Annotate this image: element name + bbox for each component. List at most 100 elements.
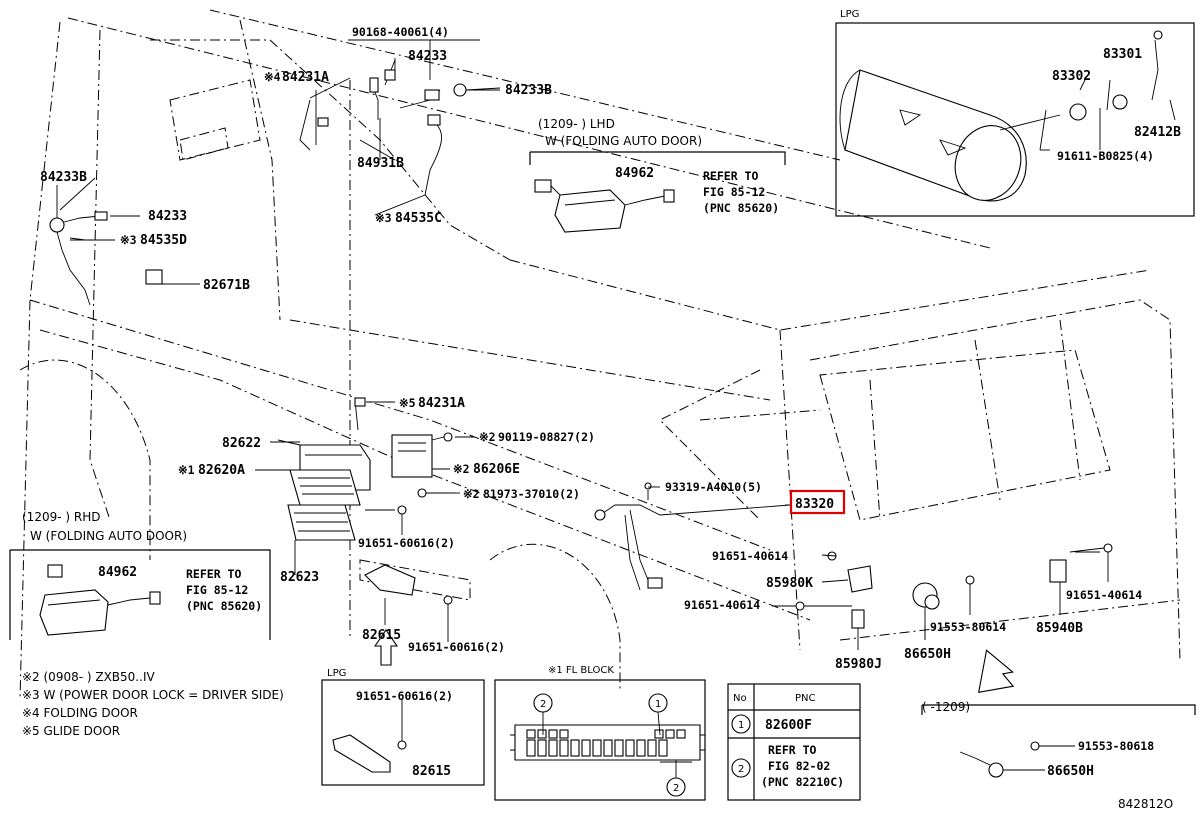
callout-93319-a4010: 93319-A4010(5) bbox=[665, 480, 762, 494]
callout-91553-80614: 91553-80614 bbox=[930, 620, 1006, 634]
callout-84931b: 84931B bbox=[357, 156, 404, 171]
lhd-labels: (1209- ) LHD W (FOLDING AUTO DOOR) 84962… bbox=[538, 117, 779, 215]
lpg-top-labels: LPG 83301 83302 82412B 91611-B0825(4) bbox=[840, 9, 1181, 163]
fl-block-title: ※1 FL BLOCK bbox=[548, 665, 614, 676]
callout-84233-left: 84233 bbox=[148, 209, 187, 224]
callout-81973-37010: 81973-37010(2) bbox=[483, 487, 580, 501]
callout-83320[interactable]: 83320 bbox=[795, 497, 834, 512]
callout-91651-40614-a: 91651-40614 bbox=[712, 549, 788, 563]
footnotes: ※2 (0908- ) ZXB50..IV ※3 W (POWER DOOR L… bbox=[22, 670, 284, 738]
lpg-detail-top bbox=[835, 22, 1195, 217]
callout-83301: 83301 bbox=[1103, 47, 1142, 62]
switch-group bbox=[795, 543, 1113, 693]
mark-x2-a: ※2 bbox=[479, 430, 496, 444]
callout-82412b: 82412B bbox=[1134, 125, 1181, 140]
lpg-top-title: LPG bbox=[840, 9, 859, 20]
lpg-bottom-labels: LPG 91651-60616(2) 82615 bbox=[327, 668, 453, 779]
callout-84231a-mid: 84231A bbox=[418, 396, 465, 411]
callout-84233b-top: 84233B bbox=[505, 83, 552, 98]
lpg-detail-bottom bbox=[321, 679, 485, 786]
rhd-part-84962: 84962 bbox=[98, 565, 137, 580]
footnote-1: ※2 (0908- ) ZXB50..IV bbox=[22, 670, 155, 684]
fl-circle-2: 2 bbox=[540, 699, 546, 710]
fuse-slot bbox=[581, 739, 591, 757]
fuse-slot-upper bbox=[548, 729, 558, 739]
lhd-refer-1: REFER TO bbox=[703, 169, 758, 183]
early-box-labels: ( -1209) 91553-80618 86650H bbox=[922, 700, 1154, 779]
footnote-3: ※4 FOLDING DOOR bbox=[22, 706, 138, 720]
pnc-table bbox=[727, 683, 861, 801]
callout-85980j: 85980J bbox=[835, 657, 882, 672]
callout-86650h-early: 86650H bbox=[1047, 764, 1094, 779]
early-range: ( -1209) bbox=[922, 700, 970, 714]
fuse-slot-upper bbox=[559, 729, 569, 739]
fuse-slot bbox=[614, 739, 624, 757]
fl-circle-1: 1 bbox=[655, 699, 661, 710]
fuse-slot-upper bbox=[654, 729, 664, 739]
callout-82622: 82622 bbox=[222, 436, 261, 451]
fuse-slot-upper bbox=[676, 729, 686, 739]
callout-91611-b0825: 91611-B0825(4) bbox=[1057, 149, 1154, 163]
callout-91651-40614-c: 91651-40614 bbox=[1066, 588, 1142, 602]
callout-84231a-top: 84231A bbox=[282, 70, 329, 85]
fl-block bbox=[494, 679, 706, 801]
mark-x3-b: ※3 bbox=[120, 233, 137, 247]
callout-labels: 90168-40061(4) 84233 ※4 84231A 84233B 84… bbox=[40, 25, 1142, 672]
rhd-refer-3: (PNC 85620) bbox=[186, 599, 262, 613]
callout-84535d: 84535D bbox=[140, 233, 187, 248]
fuse-slot bbox=[603, 739, 613, 757]
pnc-col-no: No bbox=[733, 693, 747, 704]
callout-86650h: 86650H bbox=[904, 647, 951, 662]
fuse-slot bbox=[559, 739, 569, 757]
callout-91553-80618: 91553-80618 bbox=[1078, 739, 1154, 753]
fuse-slot bbox=[592, 739, 602, 757]
fuse-slot bbox=[526, 739, 536, 757]
highlight-83320 bbox=[789, 489, 846, 515]
pnc-row1-no: 1 bbox=[738, 720, 744, 731]
fuse-slot bbox=[625, 739, 635, 757]
lhd-reference-box bbox=[529, 151, 786, 233]
fl-block-labels: ※1 FL BLOCK 2 1 2 bbox=[540, 665, 679, 794]
pnc-row2-line1: REFR TO bbox=[768, 743, 817, 757]
callout-85980k: 85980K bbox=[766, 576, 813, 591]
callout-82623: 82623 bbox=[280, 570, 319, 585]
rhd-range: (1209- ) RHD bbox=[22, 510, 100, 524]
callout-86206e: 86206E bbox=[473, 462, 520, 477]
fuse-slot bbox=[537, 739, 547, 757]
callout-91651-40614-b: 91651-40614 bbox=[684, 598, 760, 612]
switch-bezel-assembly bbox=[255, 397, 455, 575]
callout-90168-40061: 90168-40061(4) bbox=[352, 25, 449, 39]
callout-84233-top: 84233 bbox=[408, 49, 447, 64]
mark-x1-a: ※1 bbox=[178, 463, 195, 477]
callout-85940b: 85940B bbox=[1036, 621, 1083, 636]
bracket-82615 bbox=[364, 564, 453, 666]
fuse-slot bbox=[647, 739, 657, 757]
door-sensor-83320 bbox=[594, 482, 791, 591]
vehicle-outline bbox=[19, 9, 1181, 701]
lpg-callout-91651-60616: 91651-60616(2) bbox=[356, 689, 453, 703]
lhd-part-84962: 84962 bbox=[615, 166, 654, 181]
rhd-reference-box bbox=[9, 549, 271, 640]
pnc-row2-line2: FIG 82-02 bbox=[768, 759, 830, 773]
fuse-slot bbox=[548, 739, 558, 757]
mark-x4: ※4 bbox=[264, 70, 281, 84]
top-harness-group bbox=[299, 39, 500, 196]
fuse-slot-upper bbox=[537, 729, 547, 739]
lhd-refer-2: FIG 85-12 bbox=[703, 185, 765, 199]
leader-lines bbox=[56, 58, 1176, 640]
fuse-slot bbox=[570, 739, 580, 757]
rhd-labels: (1209- ) RHD W (FOLDING AUTO DOOR) 84962… bbox=[22, 510, 262, 613]
rhd-note: W (FOLDING AUTO DOOR) bbox=[30, 529, 187, 543]
mark-x2-b: ※2 bbox=[453, 462, 470, 476]
pnc-row2-no: 2 bbox=[738, 764, 744, 775]
pnc-row2-line3: (PNC 82210C) bbox=[761, 775, 844, 789]
figure-id: 842812O bbox=[1118, 797, 1173, 811]
callout-83302: 83302 bbox=[1052, 69, 1091, 84]
lpg-bottom-title: LPG bbox=[327, 668, 346, 679]
lpg-callout-82615: 82615 bbox=[412, 764, 451, 779]
callout-82671b: 82671B bbox=[203, 278, 250, 293]
callout-82620a: 82620A bbox=[198, 463, 245, 478]
mark-x5: ※5 bbox=[399, 396, 416, 410]
